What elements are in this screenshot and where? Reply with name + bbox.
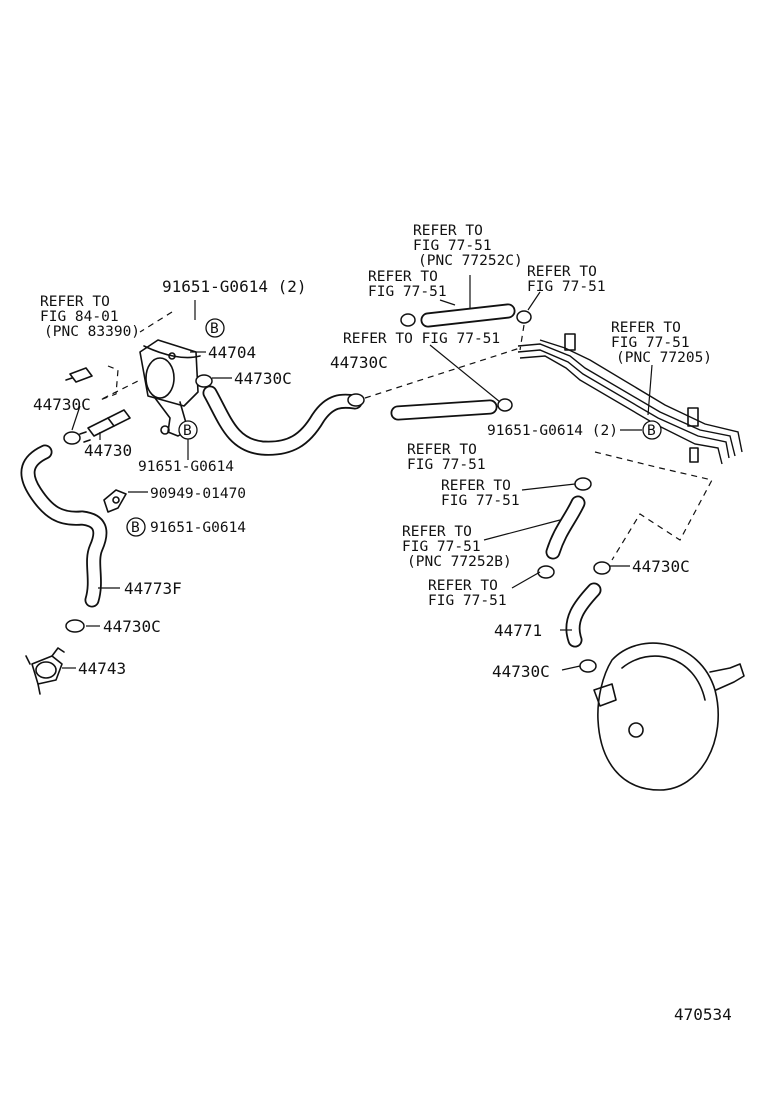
clamp-right-upper (574, 477, 592, 491)
leader-44730c-bottom (561, 665, 581, 671)
svg-text:(PNC 77205): (PNC 77205) (616, 350, 712, 366)
leader-inline (429, 344, 501, 403)
label-ref-fig-77-51-a: REFER TO FIG 77-51 (368, 269, 447, 300)
leader-77205 (647, 364, 653, 416)
pipe-bracket-low (689, 447, 699, 463)
label-91651-g0614-2-right: 91651-G0614 (2) (487, 423, 618, 439)
clamp-right-mid (537, 565, 555, 579)
svg-text:B: B (210, 321, 219, 337)
svg-text:FIG 77-51: FIG 77-51 (611, 335, 690, 351)
label-91651-g0614-a: 91651-G0614 (138, 459, 234, 475)
svg-text:REFER TO: REFER TO (611, 320, 681, 336)
label-44730c-center: 44730C (330, 353, 388, 372)
label-44730: 44730 (84, 441, 132, 460)
label-ref-pnc-77252b: REFER TO FIG 77-51 (PNC 77252B) (402, 524, 512, 570)
svg-text:B: B (647, 423, 656, 439)
fitting-44743 (25, 647, 65, 695)
svg-text:B: B (183, 423, 192, 439)
svg-text:FIG 77-51: FIG 77-51 (407, 457, 486, 473)
label-ref-pnc-77252c: REFER TO FIG 77-51 (PNC 77252C) (413, 223, 523, 269)
circle-b-left: B (126, 517, 146, 537)
svg-text:FIG 77-51: FIG 77-51 (368, 284, 447, 300)
label-ref-pnc-83390: REFER TO FIG 84-01 (PNC 83390) (40, 294, 140, 340)
brake-booster (593, 642, 745, 791)
svg-text:FIG 77-51: FIG 77-51 (527, 279, 606, 295)
dash-top-right (519, 324, 525, 351)
label-90949-01470: 90949-01470 (150, 486, 246, 502)
hose-center-straight (390, 399, 498, 421)
hose-right-77252b (545, 495, 586, 560)
label-44730c-bottom: 44730C (492, 662, 550, 681)
circle-b-right: B (642, 420, 662, 440)
label-91651-g0614-b: 91651-G0614 (150, 520, 246, 536)
leader-77-51-d (521, 483, 576, 491)
leader-77252b (483, 519, 561, 541)
clamp-center-right (497, 398, 513, 412)
clip-90949-01470 (103, 489, 127, 513)
clamp-44730c-center (347, 393, 365, 407)
label-44730c-b: 44730C (33, 395, 91, 414)
svg-text:REFER TO: REFER TO (402, 524, 472, 540)
svg-text:REFER TO: REFER TO (40, 294, 110, 310)
svg-text:FIG 77-51: FIG 77-51 (402, 539, 481, 555)
leader-77-51-e (511, 571, 541, 589)
hose-center-top-straight (420, 303, 516, 328)
svg-text:REFER TO: REFER TO (428, 578, 498, 594)
hose-left-44773f (20, 444, 108, 608)
label-44730c-right: 44730C (632, 557, 690, 576)
svg-text:REFER TO: REFER TO (441, 478, 511, 494)
dash-top-left (139, 311, 173, 333)
svg-text:REFER TO: REFER TO (527, 264, 597, 280)
dash-left-group (99, 365, 141, 401)
label-44704: 44704 (208, 343, 256, 362)
svg-text:(PNC 77252B): (PNC 77252B) (407, 554, 512, 570)
pipe-bracket-top (564, 333, 576, 351)
clamp-44730c-left (63, 431, 81, 445)
label-ref-fig-77-51-inline: REFER TO FIG 77-51 (343, 331, 500, 347)
hose-44771 (565, 582, 602, 648)
svg-text:FIG 77-51: FIG 77-51 (441, 493, 520, 509)
dash-right (594, 451, 713, 561)
svg-text:REFER TO: REFER TO (407, 442, 477, 458)
label-91651-g0614-2-top: 91651-G0614 (2) (162, 277, 307, 296)
clamp-44730c-right (593, 561, 611, 575)
pipe-bracket-mid (687, 407, 699, 427)
fitting-83390 (65, 367, 93, 383)
svg-text:FIG 84-01: FIG 84-01 (40, 309, 119, 325)
clamp-44730c-lower (65, 619, 85, 633)
label-44730c-c: 44730C (103, 617, 161, 636)
label-44730c-a: 44730C (234, 369, 292, 388)
svg-text:B: B (131, 520, 140, 536)
pipe-bundle-77205 (517, 333, 743, 465)
label-ref-pnc-77205: REFER TO FIG 77-51 (PNC 77205) (611, 320, 712, 366)
clamp-top-left (400, 313, 416, 327)
check-valve-44730 (79, 409, 131, 443)
illustration-number: 470534 (674, 1005, 732, 1024)
label-ref-fig-77-51-b: REFER TO FIG 77-51 (527, 264, 606, 295)
label-44743: 44743 (78, 659, 126, 678)
svg-text:REFER TO: REFER TO (413, 223, 483, 239)
hose-main-upper (202, 385, 363, 456)
circle-b-filter: B (178, 420, 198, 440)
leader-77-51-b (527, 291, 541, 311)
clamp-top-right (516, 310, 532, 324)
svg-text:(PNC 77252C): (PNC 77252C) (418, 253, 523, 269)
svg-text:REFER TO: REFER TO (368, 269, 438, 285)
clamp-44730c-bottom (579, 659, 597, 673)
svg-text:(PNC 83390): (PNC 83390) (44, 324, 140, 340)
svg-text:FIG 77-51: FIG 77-51 (428, 593, 507, 609)
label-ref-fig-77-51-e: REFER TO FIG 77-51 (428, 578, 507, 609)
label-44773f: 44773F (124, 579, 182, 598)
dash-center (364, 347, 521, 399)
label-44771: 44771 (494, 621, 542, 640)
leader-77-51-a (439, 299, 456, 306)
label-ref-fig-77-51-c: REFER TO FIG 77-51 (407, 442, 486, 473)
clamp-near-filter (195, 374, 213, 388)
label-ref-fig-77-51-d: REFER TO FIG 77-51 (441, 478, 520, 509)
circle-b-top: B (205, 318, 225, 338)
svg-text:FIG 77-51: FIG 77-51 (413, 238, 492, 254)
leader-44730c-b (71, 405, 81, 431)
